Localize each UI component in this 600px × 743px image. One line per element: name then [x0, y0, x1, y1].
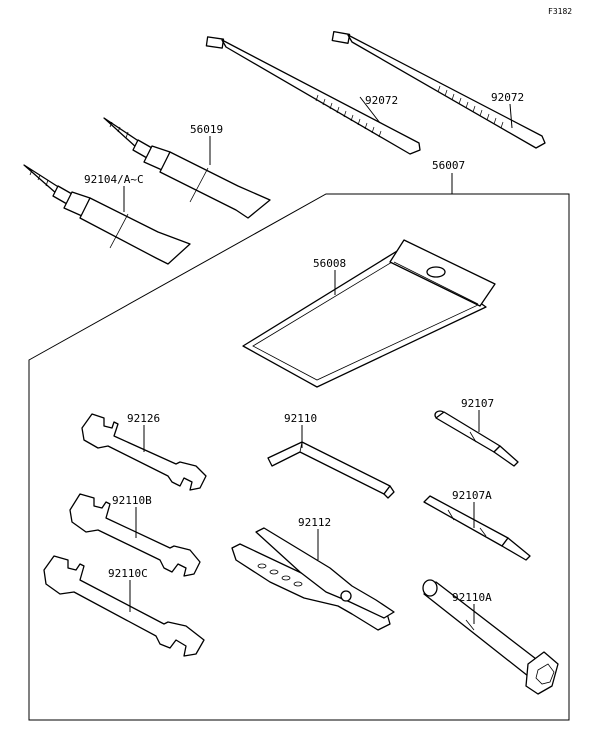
wrench-bottom [43, 555, 205, 657]
wrench-top-label: 92126 [127, 412, 160, 425]
tool-kit-outline [28, 193, 570, 721]
wrench-middle-label: 92110B [112, 494, 152, 507]
hex-wrench-label: 92110 [284, 412, 317, 425]
strap-left [205, 36, 421, 155]
strap-right-label: 92072 [491, 91, 524, 104]
screwdriver-bit-label: 92107A [452, 489, 492, 502]
wrench-bottom-label: 92110C [108, 567, 148, 580]
tool-kit-label: 56007 [432, 159, 465, 172]
screwdriver-handle [434, 410, 519, 467]
screwdriver-bit [423, 495, 531, 561]
tool-bag [242, 239, 496, 388]
wrench-middle [69, 493, 201, 577]
strap-right [331, 31, 546, 149]
socket-wrench [422, 579, 559, 695]
strap-left-leader [359, 96, 381, 124]
hex-wrench [267, 441, 395, 499]
tool-bag-label: 56008 [313, 257, 346, 270]
grease-tube-lower [23, 164, 191, 265]
grease-tube-upper [103, 117, 271, 219]
strap-left-label: 92072 [365, 94, 398, 107]
figure-code: F3182 [548, 7, 572, 16]
pliers [231, 527, 395, 631]
grease-tube-upper-label: 56019 [190, 123, 223, 136]
strap-right-leader [509, 103, 513, 129]
pliers-label: 92112 [298, 516, 331, 529]
screwdriver-handle-label: 92107 [461, 397, 494, 410]
grease-tube-lower-label: 92104/A~C [84, 173, 144, 186]
socket-wrench-label: 92110A [452, 591, 492, 604]
